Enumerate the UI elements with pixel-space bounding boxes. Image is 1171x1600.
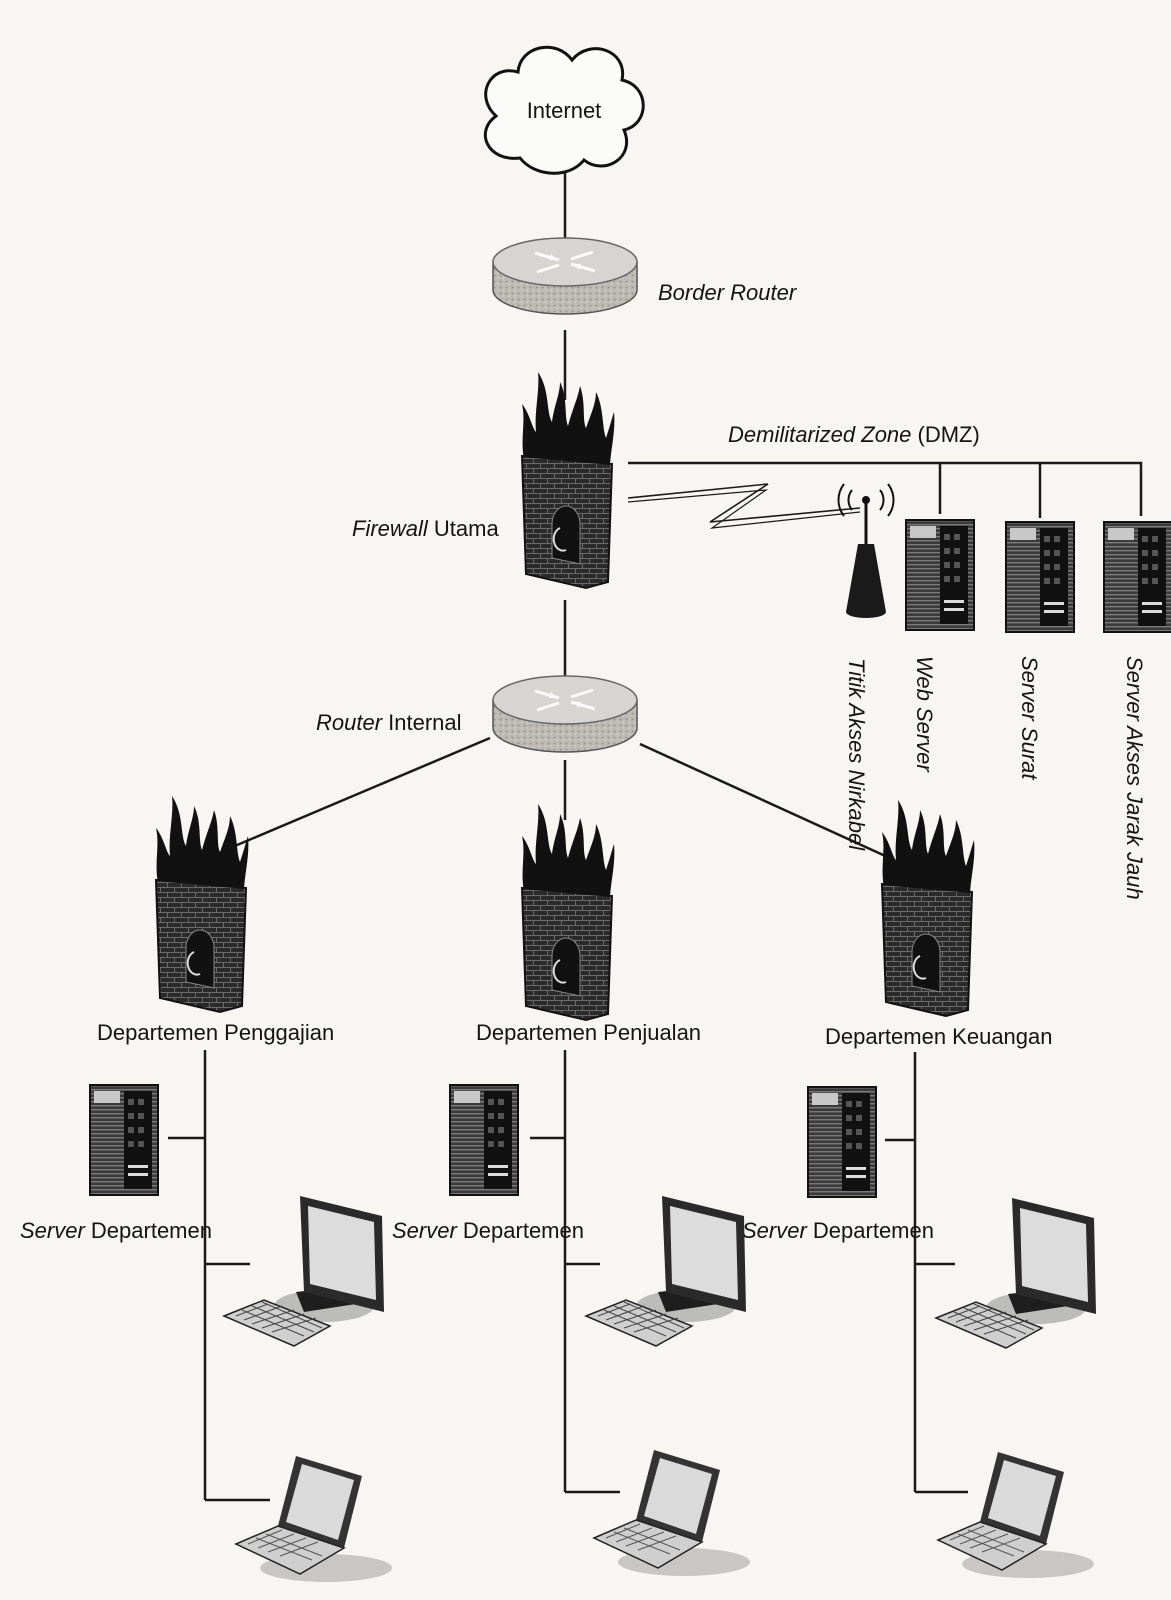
mail-server-label: Server Surat [1017,656,1042,780]
sales-firewall-icon [521,803,616,1021]
border-router-label: Border Router [658,280,798,305]
payroll-dept-server-label: Server Departemen [20,1218,212,1243]
main-firewall-label: Firewall Utama [352,516,499,541]
mail-server-icon [1005,521,1075,633]
payroll-laptop-icon [235,1455,393,1583]
finance-dept-server-label: Server Departemen [742,1218,934,1243]
border-router-icon [491,236,639,316]
remote-access-server-icon [1103,521,1171,633]
finance-desktop-icon [935,1197,1097,1349]
finance-dept-server-icon [807,1086,877,1198]
sales-laptop-icon [593,1449,751,1577]
payroll-dept-server-icon [89,1084,159,1196]
dmz-label: Demilitarized Zone (DMZ) [728,422,980,447]
sales-desktop-icon [585,1195,747,1347]
payroll-desktop-icon [223,1195,385,1347]
internal-router-icon [491,674,639,754]
finance-laptop-icon [937,1451,1095,1579]
dept-finance-label: Departemen Keuangan [825,1024,1053,1049]
web-server-label: Web Server [912,656,937,773]
wireless-access-point-icon [837,483,895,618]
internet-label: Internet [527,98,602,123]
internal-router-label: Router Internal [316,710,462,735]
remote-access-server-label: Server Akses Jarak Jauh [1122,656,1147,900]
connection-lines [168,160,1143,1502]
sales-dept-server-icon [449,1084,519,1196]
dept-sales-label: Departemen Penjualan [476,1020,701,1045]
internet-cloud-icon [483,45,645,175]
sales-dept-server-label: Server Departemen [392,1218,584,1243]
dept-payroll-label: Departemen Penggajian [97,1020,334,1045]
finance-firewall-icon [881,799,976,1017]
access-point-label: Titik Akses Nirkabel [844,658,869,851]
main-firewall-icon [521,371,616,589]
web-server-icon [905,519,975,631]
payroll-firewall-icon [155,795,250,1013]
